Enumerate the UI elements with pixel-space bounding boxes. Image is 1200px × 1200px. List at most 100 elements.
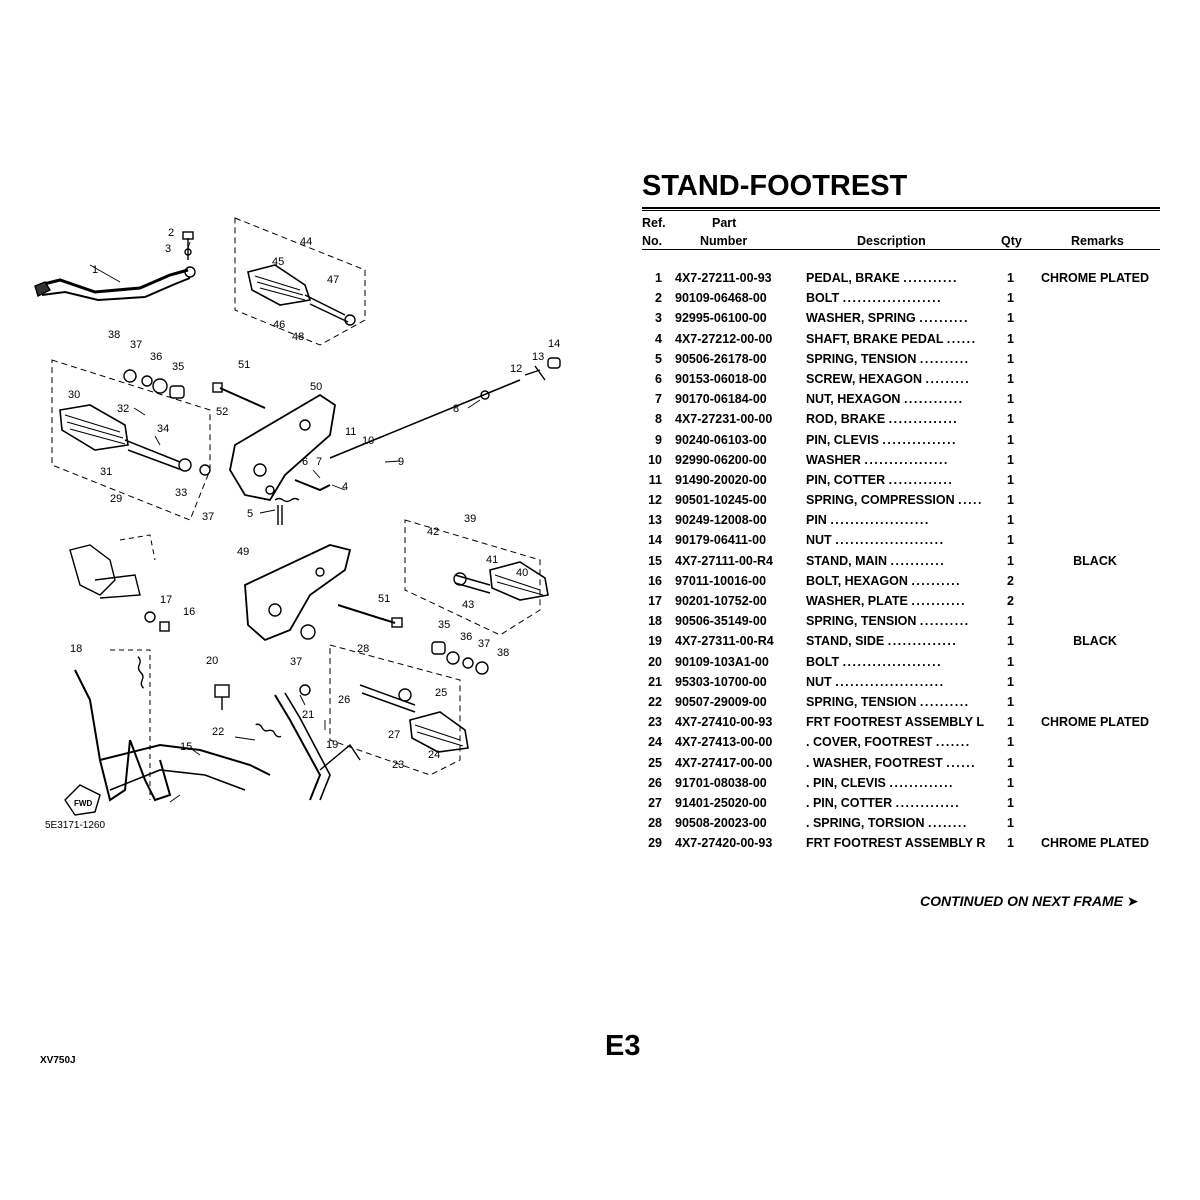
remarks: BLACK (1073, 634, 1117, 649)
ref-number: 28 (648, 816, 662, 831)
ref-number: 19 (648, 634, 662, 649)
quantity: 1 (1007, 331, 1014, 346)
part-number: 90179-06411-00 (675, 533, 767, 548)
description: WASHER, SPRING (806, 311, 916, 326)
ref-number: 11 (648, 472, 662, 487)
ref-number: 7 (655, 392, 662, 407)
quantity: 1 (1007, 775, 1014, 790)
description: . WASHER, FOOTREST (806, 755, 943, 770)
part-number: 90508-20023-00 (675, 816, 767, 831)
callout-44: 44 (300, 236, 312, 248)
ref-number: 29 (648, 836, 662, 851)
description: STAND, MAIN (806, 553, 888, 568)
header-ref-line1: Ref. (642, 216, 666, 230)
header-ref-line2: No. (642, 234, 663, 248)
description-cell: WASHER ................. (806, 453, 993, 467)
ref-number: 4 (655, 331, 662, 346)
part-number: 97011-10016-00 (675, 573, 767, 588)
leader-dots: .............. (887, 634, 958, 649)
callout-19: 19 (326, 739, 338, 751)
header-part-line1: Part (712, 216, 737, 230)
callout-10: 10 (362, 435, 374, 447)
ref-number: 21 (648, 674, 662, 689)
callout-45: 45 (272, 256, 284, 268)
ref-number: 5 (655, 351, 662, 366)
quantity: 1 (1007, 674, 1014, 689)
description-cell: FRT FOOTREST ASSEMBLY R (806, 836, 993, 850)
remarks: CHROME PLATED (1040, 715, 1150, 730)
ref-number: 1 (655, 271, 662, 285)
page-title: STAND-FOOTREST (642, 170, 908, 202)
callout-28: 28 (357, 643, 369, 655)
leader-dots: .............. (888, 412, 959, 427)
callout-14: 14 (548, 338, 560, 350)
quantity: 1 (1007, 472, 1014, 487)
part-number: 4X7-27410-00-93 (675, 715, 773, 730)
ref-number: 27 (648, 795, 662, 810)
title-rule-thin (642, 210, 1160, 211)
quantity: 1 (1007, 311, 1014, 326)
description-cell: PIN, CLEVIS ............... (806, 433, 993, 447)
callout-26: 26 (338, 694, 350, 706)
callout-1: 1 (92, 264, 98, 276)
leader-dots: ........... (903, 271, 958, 285)
quantity: 1 (1007, 533, 1014, 548)
description-cell: STAND, MAIN ........... (806, 554, 993, 568)
part-number: 92995-06100-00 (675, 311, 767, 326)
callout-34: 34 (157, 423, 169, 435)
description: SCREW, HEXAGON (806, 371, 922, 386)
ref-number: 22 (648, 694, 662, 709)
callout-37-mid: 37 (290, 656, 302, 668)
description: NUT, HEXAGON (806, 392, 901, 407)
header-rule (642, 249, 1160, 250)
callout-29: 29 (110, 493, 122, 505)
ref-number: 23 (648, 715, 662, 730)
description: WASHER (806, 452, 861, 467)
description-cell: SCREW, HEXAGON ......... (806, 372, 993, 386)
callout-52: 52 (216, 406, 228, 418)
callout-23: 23 (392, 759, 404, 771)
ref-number: 12 (648, 493, 662, 508)
callout-36-lower: 36 (460, 631, 472, 643)
leader-dots: .................... (842, 291, 943, 306)
callout-30: 30 (68, 389, 80, 401)
description-cell: BOLT, HEXAGON .......... (806, 574, 993, 588)
ref-number: 10 (648, 452, 662, 467)
quantity: 2 (1007, 573, 1014, 588)
callout-36: 36 (150, 351, 162, 363)
part-number: 90506-35149-00 (675, 614, 767, 629)
leader-dots: .......... (911, 573, 962, 588)
description-cell: SPRING, TENSION .......... (806, 695, 993, 709)
quantity: 1 (1007, 654, 1014, 669)
description-cell: NUT ...................... (806, 675, 993, 689)
ref-number: 15 (648, 553, 662, 568)
description: PIN, COTTER (806, 472, 886, 487)
description: . COVER, FOOTREST (806, 735, 933, 750)
quantity: 2 (1007, 594, 1014, 608)
callout-20: 20 (206, 655, 218, 667)
description-cell: BOLT .................... (806, 655, 993, 669)
description: BOLT (806, 291, 840, 306)
part-number: 90249-12008-00 (675, 513, 767, 528)
description: SPRING, TENSION (806, 614, 917, 629)
quantity: 1 (1007, 452, 1014, 467)
ref-number: 17 (648, 594, 662, 608)
description: SHAFT, BRAKE PEDAL (806, 331, 944, 346)
callout-32: 32 (117, 403, 129, 415)
leader-dots: .................... (830, 513, 930, 528)
leader-dots: .................... (842, 654, 943, 669)
description: BOLT (806, 654, 840, 669)
description: SPRING, COMPRESSION (806, 493, 955, 508)
description: NUT (806, 533, 832, 548)
description-cell: PIN .................... (806, 513, 993, 527)
description-cell: . WASHER, FOOTREST ...... (806, 756, 993, 770)
quantity: 1 (1007, 392, 1014, 407)
